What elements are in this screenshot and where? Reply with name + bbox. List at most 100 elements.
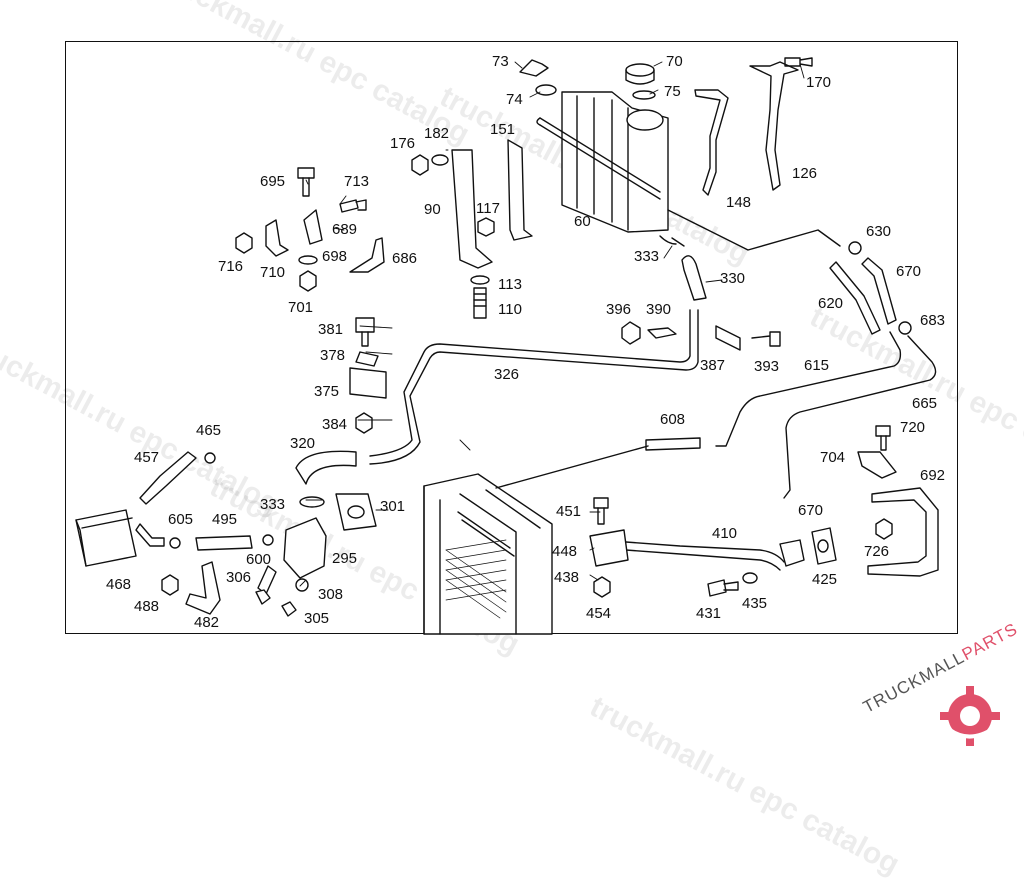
callout-701: 701	[288, 299, 314, 316]
callout-686: 686	[392, 250, 418, 267]
callout-390: 390	[646, 301, 672, 318]
pipe-flange	[779, 539, 805, 567]
callout-716: 716	[218, 258, 244, 275]
callout-308: 308	[318, 586, 344, 603]
callout-73: 73	[492, 53, 509, 70]
callout-698: 698	[322, 248, 348, 265]
callout-126: 126	[792, 165, 818, 182]
callout-608: 608	[660, 411, 686, 428]
expansion-tank	[536, 91, 669, 233]
thermostat-housing	[283, 517, 327, 579]
callout-60: 60	[574, 213, 591, 230]
screw	[784, 57, 813, 67]
clip-assembly	[621, 321, 781, 351]
callout-448: 448	[552, 543, 578, 560]
bracket	[451, 149, 493, 269]
bolt	[257, 565, 277, 595]
callout-468: 468	[106, 576, 132, 593]
callout-438: 438	[554, 569, 580, 586]
bracket	[507, 139, 533, 241]
callout-326: 326	[494, 366, 520, 383]
hose	[861, 257, 897, 325]
callout-410: 410	[712, 525, 738, 542]
filler-cap	[625, 63, 656, 100]
pipe	[369, 309, 691, 457]
clamp	[169, 537, 181, 549]
hose	[295, 450, 357, 485]
pipe	[625, 541, 785, 563]
clamp	[857, 451, 897, 479]
strap	[749, 61, 799, 191]
callout-333-upper: 333	[634, 248, 660, 265]
callout-620: 620	[818, 295, 844, 312]
callout-306: 306	[226, 569, 252, 586]
callout-488: 488	[134, 598, 160, 615]
callout-457: 457	[134, 449, 160, 466]
callout-683: 683	[920, 312, 946, 329]
callout-670-lower: 670	[798, 502, 824, 519]
callout-330: 330	[720, 270, 746, 287]
callout-90: 90	[424, 201, 441, 218]
hose	[139, 451, 197, 505]
hose	[681, 255, 707, 301]
hose	[185, 561, 221, 615]
callout-692: 692	[920, 467, 946, 484]
callout-431: 431	[696, 605, 722, 622]
callout-704: 704	[820, 449, 846, 466]
bolt-stack	[470, 217, 495, 319]
callout-670-upper: 670	[896, 263, 922, 280]
callout-305: 305	[304, 610, 330, 627]
callout-320: 320	[290, 435, 316, 452]
callout-182: 182	[424, 125, 450, 142]
callout-295: 295	[332, 550, 358, 567]
bracket	[867, 487, 939, 577]
radiator	[423, 473, 553, 635]
truckmall-logo: TRUCKMALLPARTS	[860, 619, 1021, 746]
callout-378: 378	[320, 347, 346, 364]
pipe	[783, 335, 937, 499]
gear-icon	[940, 686, 1000, 746]
hose	[645, 437, 701, 451]
gasket	[811, 527, 837, 565]
callout-665: 665	[912, 395, 938, 412]
callout-74: 74	[506, 91, 523, 108]
callout-301: 301	[380, 498, 406, 515]
callout-726: 726	[864, 543, 890, 560]
callout-387: 387	[700, 357, 726, 374]
nut-washer	[411, 154, 449, 176]
callout-482: 482	[194, 614, 220, 631]
bracket	[589, 529, 629, 567]
pipe	[625, 549, 781, 571]
hose	[195, 535, 253, 551]
heater-core	[75, 509, 137, 567]
callout-393: 393	[754, 358, 780, 375]
callout-333-lower: 333	[260, 496, 286, 513]
callout-695: 695	[260, 173, 286, 190]
callout-381: 381	[318, 321, 344, 338]
callout-689: 689	[332, 221, 358, 238]
callout-375: 375	[314, 383, 340, 400]
clamp	[848, 241, 862, 255]
callout-454: 454	[586, 605, 612, 622]
bolt	[707, 579, 739, 597]
clamp	[898, 321, 912, 335]
bracket-group	[235, 167, 385, 292]
gasket	[335, 493, 377, 531]
washer	[742, 572, 758, 584]
callout-384: 384	[322, 416, 348, 433]
callout-151: 151	[490, 121, 516, 138]
hose	[659, 235, 685, 247]
parts-drawing	[75, 57, 939, 635]
callout-710: 710	[260, 264, 286, 281]
pipe	[715, 331, 902, 447]
callout-148: 148	[726, 194, 752, 211]
callout-605: 605	[168, 511, 194, 528]
seal-ring	[299, 496, 325, 508]
clamp	[262, 534, 274, 546]
callout-451: 451	[556, 503, 582, 520]
callout-600: 600	[246, 551, 272, 568]
callout-435: 435	[742, 595, 768, 612]
clamp	[204, 452, 216, 464]
callout-117: 117	[476, 200, 500, 217]
callout-176: 176	[390, 135, 416, 152]
